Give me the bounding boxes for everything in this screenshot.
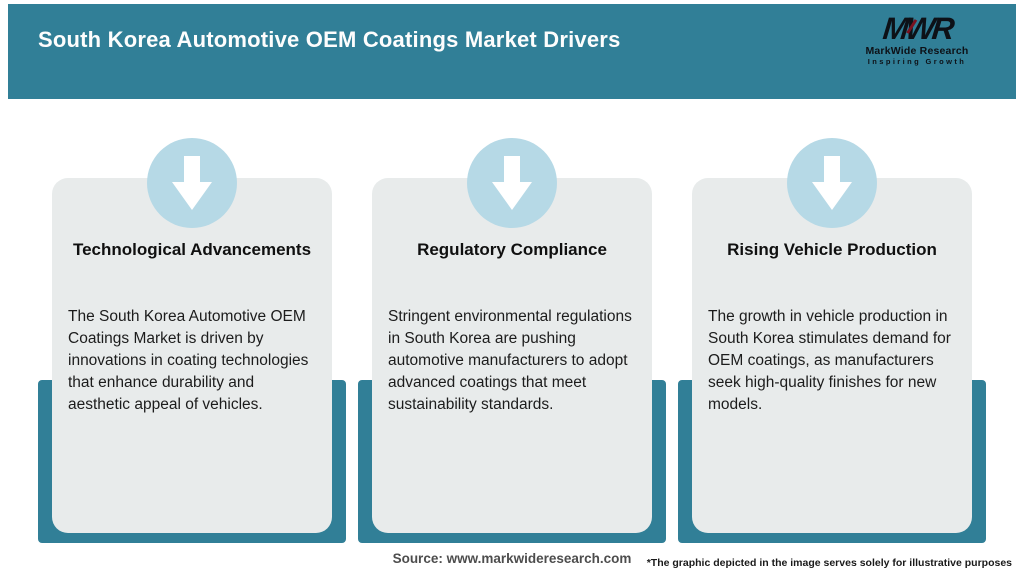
card-title: Rising Vehicle Production bbox=[727, 240, 937, 259]
arrow-down-icon bbox=[812, 156, 852, 210]
source-text: Source: www.markwideresearch.com bbox=[392, 551, 632, 566]
card-title: Regulatory Compliance bbox=[417, 240, 607, 259]
card-panel: Technological Advancements The South Kor… bbox=[52, 178, 332, 533]
card-badge-circle bbox=[467, 138, 557, 228]
logo-acronym-text: MWR bbox=[880, 11, 954, 46]
card-description: Stringent environmental regulations in S… bbox=[388, 308, 632, 413]
card-description: The growth in vehicle production in Sout… bbox=[708, 308, 951, 413]
logo-tagline: Inspiring Growth bbox=[867, 57, 967, 66]
logo-acronym: MWR bbox=[880, 11, 954, 46]
driver-card-technological-advancements: Technological Advancements The South Kor… bbox=[38, 138, 346, 544]
card-title: Technological Advancements bbox=[72, 240, 312, 259]
arrow-down-icon bbox=[172, 156, 212, 210]
logo-company-name: MarkWide Research bbox=[865, 45, 969, 57]
card-panel: Rising Vehicle Production The growth in … bbox=[692, 178, 972, 533]
driver-card-regulatory-compliance: Regulatory Compliance Stringent environm… bbox=[358, 138, 666, 544]
header-bar: South Korea Automotive OEM Coatings Mark… bbox=[8, 4, 1016, 99]
markwide-research-logo: MWR MarkWide Research Inspiring Growth bbox=[842, 11, 992, 67]
arrow-down-icon bbox=[492, 156, 532, 210]
disclaimer-text: *The graphic depicted in the image serve… bbox=[646, 557, 1012, 569]
page-title: South Korea Automotive OEM Coatings Mark… bbox=[38, 27, 621, 52]
driver-card-rising-vehicle-production: Rising Vehicle Production The growth in … bbox=[678, 138, 986, 544]
card-panel: Regulatory Compliance Stringent environm… bbox=[372, 178, 652, 533]
card-description: The South Korea Automotive OEM Coatings … bbox=[68, 308, 309, 413]
card-badge-circle bbox=[147, 138, 237, 228]
card-badge-circle bbox=[787, 138, 877, 228]
